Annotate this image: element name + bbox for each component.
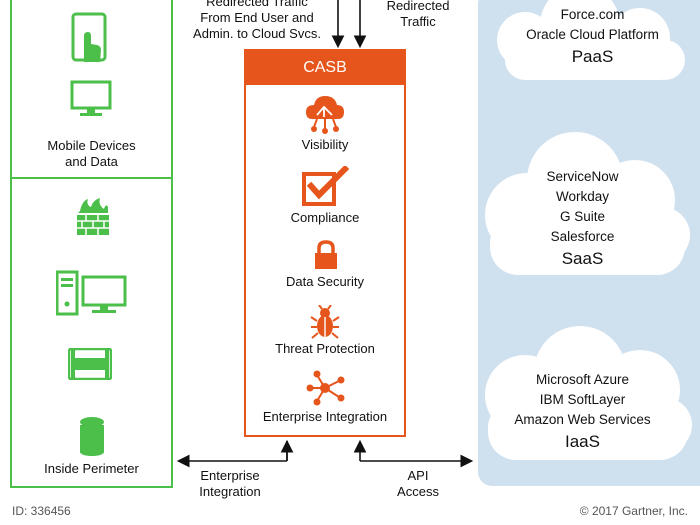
iaas-vendor: IBM SoftLayer <box>539 392 626 407</box>
casb-item-threat-protection: Threat Protection <box>275 341 375 356</box>
paas-vendor: Oracle Cloud Platform <box>526 27 659 42</box>
database-icon <box>80 417 104 456</box>
saas-cloud: ServiceNow Workday G Suite Salesforce Sa… <box>490 167 675 271</box>
firewall-icon <box>77 198 109 235</box>
inside-perimeter-label: Inside Perimeter <box>44 461 139 476</box>
paas-vendor: Force.com <box>560 7 625 22</box>
redirected-traffic-label: Redirected Traffic <box>386 0 450 29</box>
saas-vendor: G Suite <box>559 209 606 224</box>
lock-icon <box>315 240 337 269</box>
paas-title: PaaS <box>571 47 614 66</box>
redirected-user-traffic-label: Redirected Traffic From End User and Adm… <box>193 0 321 41</box>
iaas-cloud: Microsoft Azure IBM SoftLayer Amazon Web… <box>490 370 675 454</box>
paas-cloud-shape <box>497 0 685 80</box>
iaas-cloud-shape <box>485 326 692 460</box>
network-switch-icon <box>68 348 112 380</box>
iaas-vendor: Amazon Web Services <box>514 412 651 427</box>
saas-cloud-shape <box>485 132 690 275</box>
iaas-vendor: Microsoft Azure <box>535 372 630 387</box>
casb-item-visibility: Visibility <box>301 137 349 152</box>
checkbox-icon <box>302 166 349 206</box>
casb-title: CASB <box>246 51 404 85</box>
saas-vendor: Salesforce <box>550 229 615 244</box>
cloud-network-icon <box>306 96 344 134</box>
endpoint-panel-divider <box>10 177 173 179</box>
saas-title: SaaS <box>561 249 604 268</box>
casb-item-enterprise-integration: Enterprise Integration <box>262 409 388 424</box>
saas-vendor: ServiceNow <box>546 169 619 184</box>
iaas-title: IaaS <box>565 432 600 451</box>
mobile-devices-label: Mobile Devices and Data <box>47 138 136 169</box>
figure-id: ID: 336456 <box>12 504 71 518</box>
api-access-label: API Access <box>397 468 439 499</box>
bug-icon <box>310 305 340 339</box>
casb-item-data-security: Data Security <box>285 274 365 289</box>
desktop-computer-icon <box>56 270 127 316</box>
hub-icon <box>306 370 345 406</box>
enterprise-integration-label: Enterprise Integration <box>199 468 261 499</box>
tablet-touch-icon <box>71 12 107 62</box>
casb-item-compliance: Compliance <box>290 210 360 225</box>
saas-vendor: Workday <box>555 189 610 204</box>
copyright-notice: © 2017 Gartner, Inc. <box>579 504 688 518</box>
monitor-icon <box>70 80 112 116</box>
paas-cloud: Force.com Oracle Cloud Platform PaaS <box>500 5 685 69</box>
